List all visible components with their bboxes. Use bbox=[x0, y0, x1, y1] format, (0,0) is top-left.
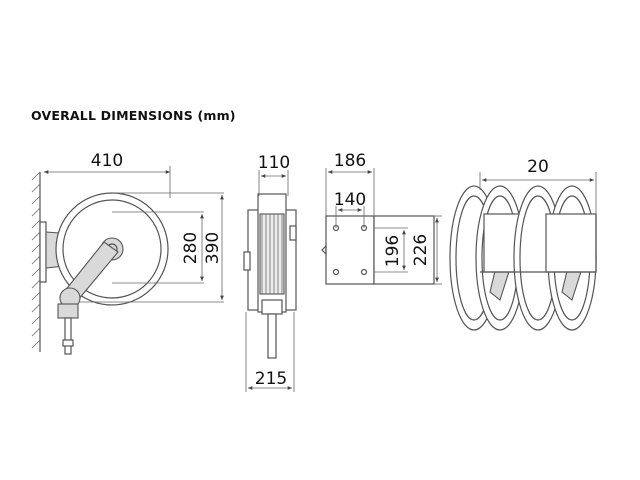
front-view: 110 215 bbox=[243, 153, 297, 392]
dim-side-width: 410 bbox=[91, 151, 123, 171]
wall bbox=[31, 171, 41, 352]
dim-multi-spacing: 20 bbox=[527, 157, 549, 177]
dim-bracket-width-outer: 186 bbox=[334, 151, 366, 171]
front-hose-end bbox=[267, 313, 277, 359]
page-title: OVERALL DIMENSIONS (mm) bbox=[31, 108, 236, 123]
reel-drum-inner bbox=[62, 199, 162, 299]
dim-front-width-bottom: 215 bbox=[255, 369, 287, 389]
hose-stopper bbox=[57, 303, 79, 319]
wall-plate bbox=[39, 221, 47, 283]
dim-bracket-height-outer: 226 bbox=[411, 234, 431, 266]
bracket-view: 186 140 196 226 bbox=[321, 151, 442, 285]
dim-side-height-inner: 280 bbox=[181, 232, 201, 264]
dim-side-height-outer: 390 bbox=[203, 232, 223, 264]
hose-end bbox=[64, 317, 72, 355]
dim-bracket-height-inner: 196 bbox=[383, 235, 403, 267]
dim-front-width-top: 110 bbox=[258, 153, 290, 173]
dim-bracket-width-inner: 140 bbox=[334, 190, 366, 210]
side-view: 410 280 390 bbox=[31, 151, 224, 355]
bracket-plate bbox=[325, 215, 375, 285]
multi-reel-view: 20 bbox=[449, 157, 597, 331]
